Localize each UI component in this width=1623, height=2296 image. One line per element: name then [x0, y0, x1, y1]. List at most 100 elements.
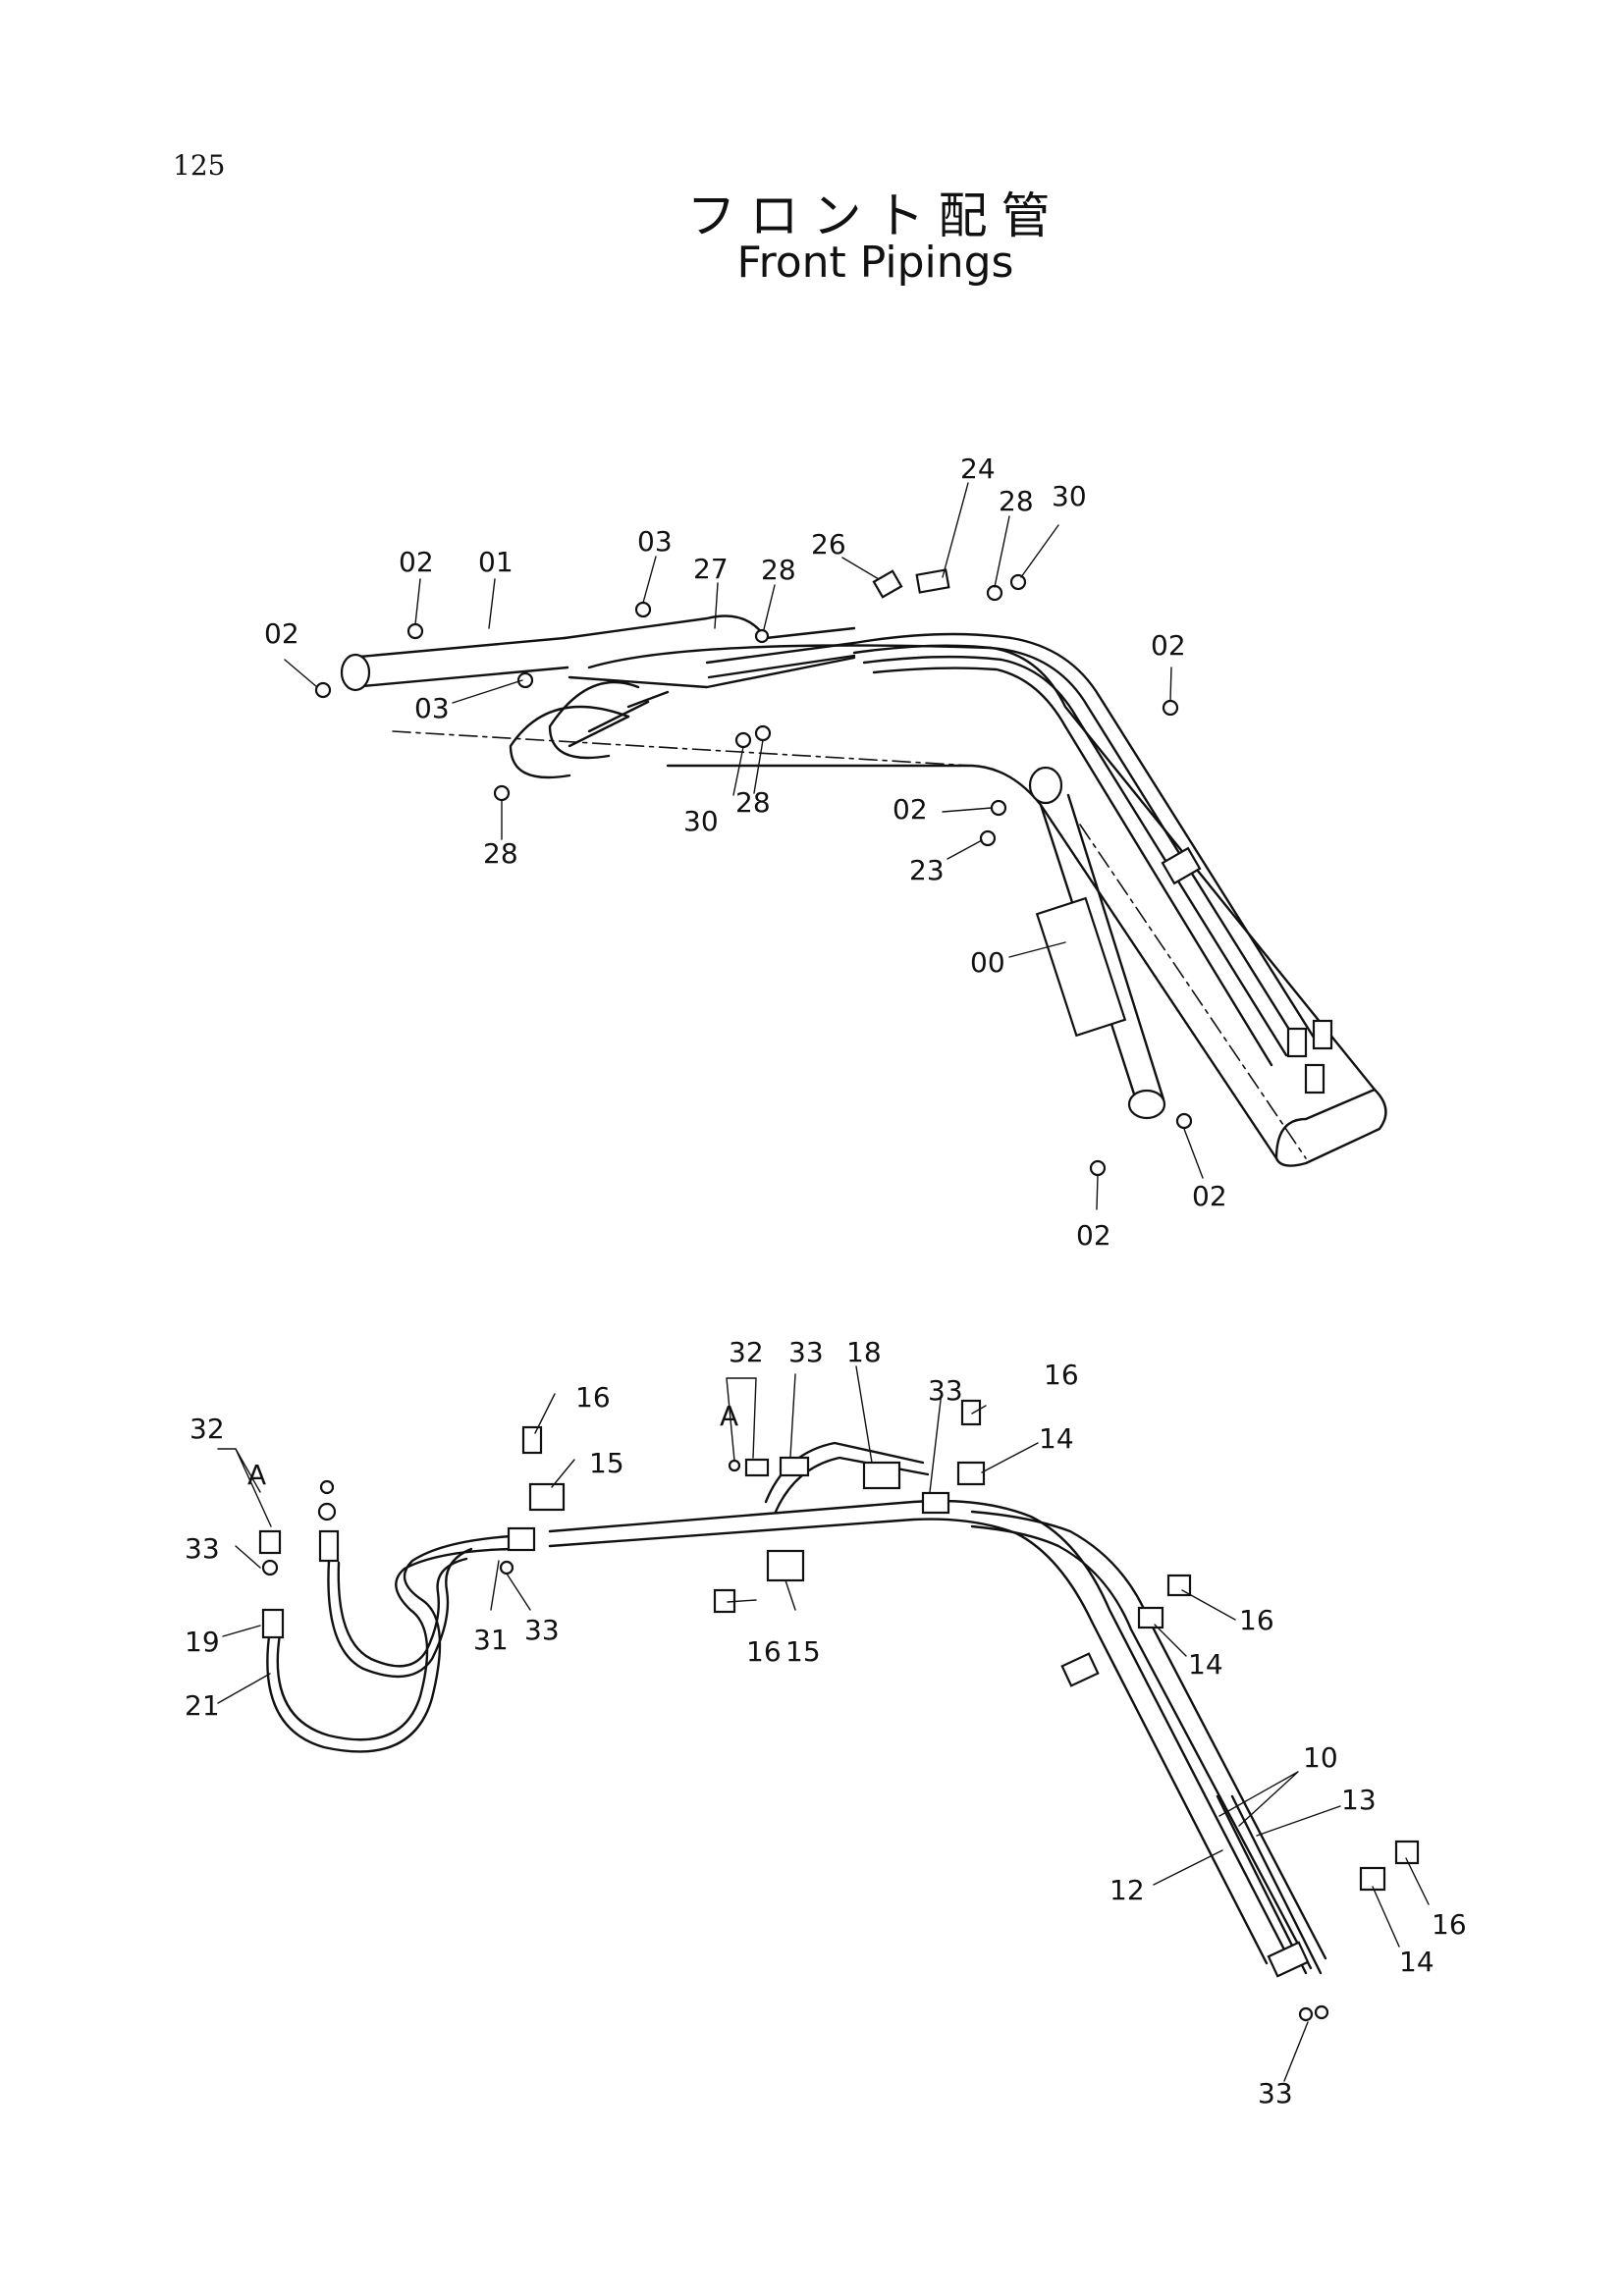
callout-13: 13 — [1341, 1784, 1377, 1816]
adapter-32-right — [744, 1458, 770, 1477]
arm-hose-b — [548, 680, 640, 760]
boom-cylinder-bottom-eye — [1127, 1089, 1166, 1120]
washer-28-right — [986, 584, 1003, 602]
callout-32-top: 32 — [729, 1336, 764, 1368]
arm-hose-a — [509, 705, 630, 779]
callout-14-mid: 14 — [1188, 1648, 1223, 1681]
washer-28-lower-left — [493, 784, 511, 802]
callout-02-foot-right: 02 — [1192, 1180, 1227, 1212]
pipe-end-1 — [1286, 1027, 1308, 1058]
callout-16-mid: 16 — [1239, 1604, 1274, 1636]
o-ring-33-mid — [499, 1560, 514, 1575]
elbow-fitting-26 — [872, 569, 903, 599]
boom-cylinder-barrel — [1035, 896, 1127, 1038]
o-ring-upper-2 — [317, 1502, 337, 1522]
callout-14-top: 14 — [1039, 1422, 1074, 1455]
callout-16-bottom: 16 — [746, 1635, 782, 1668]
callout-32-left: 32 — [189, 1413, 225, 1445]
lower-pipe-end-clamp — [1267, 1941, 1310, 1978]
callout-a-top: A — [720, 1400, 738, 1432]
clamp-14-low — [1359, 1866, 1386, 1892]
callout-02-foot-left: 02 — [1076, 1219, 1111, 1252]
lower-pipe-3 — [970, 1510, 1327, 1960]
pipe-line-4 — [872, 667, 1273, 1067]
washer-02-boom — [1162, 699, 1179, 717]
boom-outline-bottom — [666, 764, 1278, 1160]
clamp-14-top — [956, 1461, 986, 1486]
callout-33-bottom: 33 — [1258, 2077, 1293, 2109]
hose-21-a — [266, 1534, 513, 1753]
clamp-14-mid — [1137, 1606, 1164, 1629]
o-ring-33-left — [261, 1559, 279, 1576]
pipe-end-3 — [1304, 1063, 1325, 1095]
o-ring-upper-1 — [319, 1479, 335, 1495]
washer-28-bottom — [754, 724, 772, 742]
o-ring-33-bottom — [1298, 2006, 1314, 2022]
adapter-31 — [507, 1526, 536, 1552]
callout-02-top: 02 — [399, 546, 434, 578]
arm-cylinder-body — [347, 636, 569, 689]
callout-33-left: 33 — [185, 1532, 220, 1565]
callout-02-left: 02 — [264, 617, 299, 650]
callout-21: 21 — [185, 1689, 220, 1722]
callout-19: 19 — [185, 1626, 220, 1658]
pipe-line-1 — [852, 632, 1318, 1042]
callout-14-low: 14 — [1399, 1946, 1434, 1978]
callout-16-top-right: 16 — [1044, 1359, 1079, 1391]
callout-a-left: A — [247, 1459, 266, 1491]
callout-03-side: 03 — [414, 692, 450, 724]
callout-26: 26 — [811, 528, 846, 561]
hose-fitting-upper — [318, 1529, 340, 1563]
boom-centerline — [392, 730, 1307, 1159]
callout-16-top-left: 16 — [575, 1381, 611, 1414]
callout-03-top: 03 — [637, 525, 673, 558]
callout-18: 18 — [846, 1336, 882, 1368]
boom-cylinder-top-eye — [1028, 766, 1063, 805]
lower-leader-lines — [217, 1365, 1430, 2082]
bolt-16-bottom — [713, 1588, 736, 1614]
callout-33-top: 33 — [788, 1336, 824, 1368]
pipe-end-2 — [1312, 1019, 1333, 1050]
washer-02-foot-left — [1089, 1159, 1107, 1177]
boom-pipe-clamp — [1161, 846, 1202, 885]
callout-01: 01 — [478, 546, 514, 578]
callout-24: 24 — [960, 453, 996, 485]
boom-foot — [1274, 1088, 1387, 1167]
bracket-32-right — [726, 1377, 757, 1462]
callout-27: 27 — [693, 553, 729, 585]
callout-00: 00 — [970, 946, 1005, 979]
adapter-32-left — [258, 1529, 282, 1555]
washer-30-right — [1009, 573, 1027, 591]
callout-10: 10 — [1303, 1741, 1338, 1774]
washer-02-center — [990, 799, 1007, 817]
hose-21-d — [337, 1557, 468, 1668]
washer-02-foot-right — [1175, 1112, 1193, 1130]
fitting-33-right — [921, 1491, 950, 1515]
bolt-16-top — [521, 1425, 543, 1455]
callout-02-center: 02 — [893, 793, 928, 826]
grease-fitting-23 — [979, 829, 997, 847]
callout-28-mid: 28 — [761, 554, 796, 586]
lower-pipe-2 — [548, 1518, 1269, 1965]
bracket-32-left — [217, 1448, 272, 1527]
pipe-line-3 — [862, 655, 1288, 1057]
callout-31: 31 — [473, 1624, 509, 1656]
washer-03-top — [634, 601, 652, 618]
callout-02-right: 02 — [1151, 629, 1186, 662]
callout-28-top: 28 — [999, 485, 1034, 517]
upper-assembly: 24 28 30 02 01 03 27 28 26 02 02 03 28 3… — [264, 453, 1387, 1252]
callout-33-mid: 33 — [524, 1614, 560, 1646]
callout-15-top: 15 — [589, 1447, 624, 1479]
washer-30-bottom — [734, 731, 752, 749]
hose-fitting-19 — [261, 1608, 285, 1639]
hose-21-c — [327, 1547, 473, 1679]
arm-hose-lines — [568, 690, 670, 748]
lower-pipe-1 — [548, 1499, 1288, 1955]
callout-33-right: 33 — [928, 1374, 963, 1407]
bucket-cylinder-27 — [705, 641, 856, 679]
hose-18-block — [862, 1461, 901, 1490]
o-ring-33-bottom-2 — [1314, 2004, 1329, 2020]
callout-15-bottom: 15 — [785, 1635, 821, 1668]
washer-28-center — [754, 628, 770, 644]
